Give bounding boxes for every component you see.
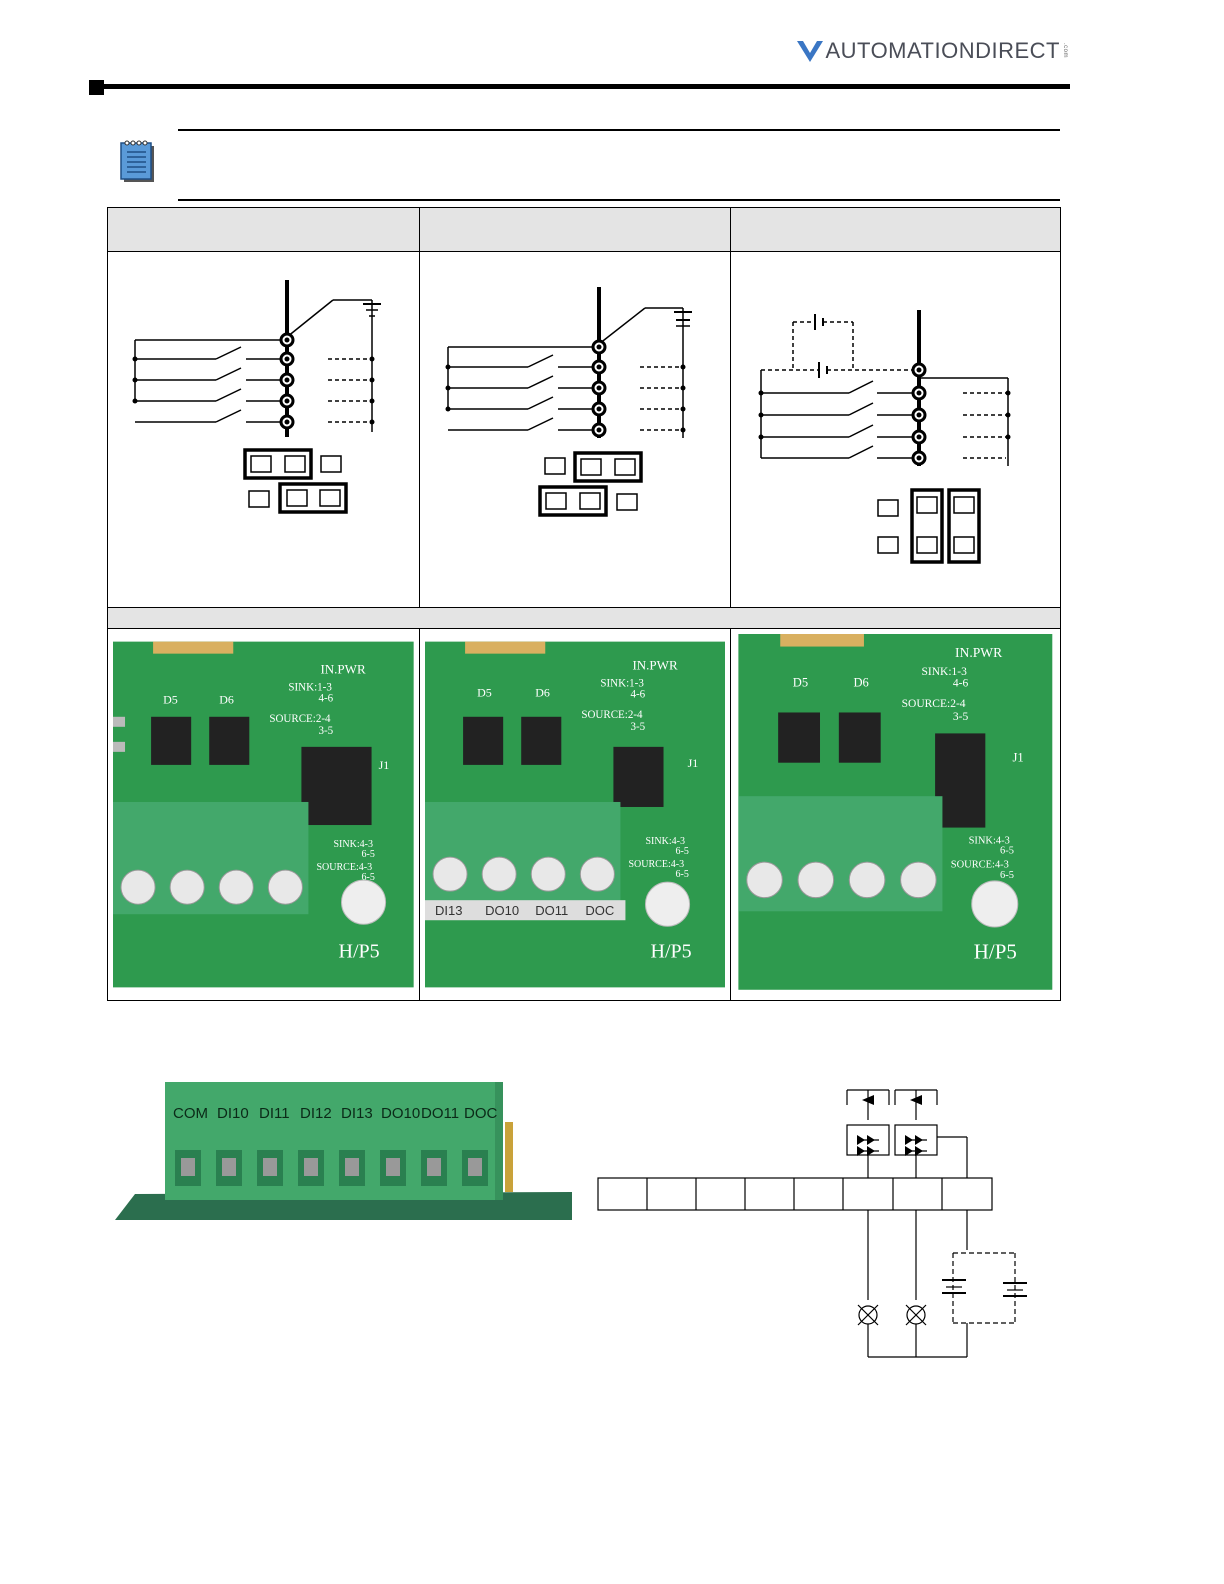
note-pad-icon xyxy=(120,140,154,182)
board-tag: SINK:1-3 xyxy=(922,666,968,678)
board-tag: 3-5 xyxy=(318,725,333,737)
board-photo-1: IN.PWR SINK:1-3 4-6 SOURCE:2-4 3-5 D5 D6… xyxy=(113,641,414,988)
board-tag: 6-5 xyxy=(362,872,375,883)
diagram-row xyxy=(107,251,1061,608)
note-rule-bottom xyxy=(178,199,1060,201)
board-tag: D6 xyxy=(535,686,550,700)
board-tag: SOURCE:2-4 xyxy=(269,713,331,725)
board-tag: DOC xyxy=(585,903,614,918)
board-tag: D6 xyxy=(219,693,234,707)
terminal-block-photo: COM DI10 DI11 DI12 DI13 DO10 DO11 DOC xyxy=(115,1082,572,1220)
board-tag: SOURCE:4-3 xyxy=(316,862,372,873)
terminal-label: DO10 xyxy=(381,1105,420,1122)
sink-wiring-diagram xyxy=(132,280,381,514)
board-tag: H/P5 xyxy=(650,940,691,962)
board-tag: DO11 xyxy=(535,903,568,918)
header-cell-external xyxy=(730,207,1061,252)
board-tag: SINK:1-3 xyxy=(288,682,332,694)
terminal-label: DI10 xyxy=(217,1105,249,1122)
board-tag: SOURCE:2-4 xyxy=(581,709,643,721)
terminal-label: DI11 xyxy=(259,1105,290,1122)
brand-logo-mark-icon xyxy=(797,41,824,62)
board-tag: 3-5 xyxy=(953,711,969,723)
external-power-wiring-diagram xyxy=(758,310,1011,564)
board-tag: D5 xyxy=(477,686,492,700)
photo-caption-band xyxy=(107,607,1061,629)
note-rule-top xyxy=(178,129,1060,131)
terminal-label: DI13 xyxy=(341,1105,373,1122)
board-tag: SINK:1-3 xyxy=(600,678,644,690)
board-tag: H/P5 xyxy=(338,940,379,962)
board-tag: DO10 xyxy=(485,903,519,918)
board-tag: 6-5 xyxy=(362,849,375,860)
board-tag: D6 xyxy=(854,675,869,689)
table-header-row xyxy=(107,207,1061,252)
board-tag: J1 xyxy=(1013,751,1024,765)
board-photo-2: DI13 DO10 DO11 DOC IN.PWR SINK:1-3 4-6 S… xyxy=(424,641,726,988)
board-tag: 6-5 xyxy=(675,846,688,857)
band-row xyxy=(107,607,1061,629)
board-tag: SINK:4-3 xyxy=(969,835,1010,846)
board-tag: J1 xyxy=(687,756,698,770)
board-tag: D5 xyxy=(163,693,178,707)
board-tag: SOURCE:4-3 xyxy=(951,859,1009,870)
board-tag: 4-6 xyxy=(953,677,969,689)
header-cell-source xyxy=(418,207,732,252)
board-tag: IN.PWR xyxy=(320,662,366,677)
board-tag: 6-5 xyxy=(675,869,688,880)
brand-suffix: .com xyxy=(1062,43,1068,59)
terminal-label: COM xyxy=(173,1105,208,1122)
brand-name: AUTOMATIONDIRECT xyxy=(825,38,1060,63)
wiring-diagram-cell-1 xyxy=(107,251,420,608)
board-tag: H/P5 xyxy=(974,939,1017,963)
board-tag: D5 xyxy=(793,675,808,689)
board-photo-cell-2: DI13 DO10 DO11 DOC IN.PWR SINK:1-3 4-6 S… xyxy=(418,628,732,1001)
section-marker xyxy=(89,80,104,95)
board-photo-cell-3: IN.PWR SINK:1-3 4-6 SOURCE:2-4 3-5 D5 D6… xyxy=(730,628,1061,1001)
source-wiring-diagram xyxy=(445,287,692,517)
output-wiring-diagram xyxy=(597,1089,1027,1358)
board-tag: DI13 xyxy=(435,903,463,918)
terminal-label: DOC xyxy=(464,1105,498,1122)
board-tag: SINK:4-3 xyxy=(645,836,685,847)
board-tag: SINK:4-3 xyxy=(333,839,373,850)
board-photo-cell-1: IN.PWR SINK:1-3 4-6 SOURCE:2-4 3-5 D5 D6… xyxy=(107,628,420,1001)
board-tag: SOURCE:4-3 xyxy=(628,859,684,870)
header-cell-sink xyxy=(107,207,420,252)
board-photo-3: IN.PWR SINK:1-3 4-6 SOURCE:2-4 3-5 D5 D6… xyxy=(738,634,1053,990)
board-tag: IN.PWR xyxy=(955,645,1003,660)
board-tag: 6-5 xyxy=(1000,846,1014,857)
brand-logo: AUTOMATIONDIRECT .com xyxy=(797,38,1068,64)
board-tag: J1 xyxy=(379,758,390,772)
terminal-label: DO11 xyxy=(421,1105,459,1122)
jumper-config-table: IN.PWR SINK:1-3 4-6 SOURCE:2-4 3-5 D5 D6… xyxy=(107,207,1061,1001)
board-tag: 6-5 xyxy=(1000,870,1014,881)
board-tag: 4-6 xyxy=(318,693,333,705)
terminal-label: DI12 xyxy=(300,1105,332,1122)
wiring-diagram-cell-2 xyxy=(418,251,732,608)
board-tag: SOURCE:2-4 xyxy=(902,698,966,710)
photo-row: IN.PWR SINK:1-3 4-6 SOURCE:2-4 3-5 D5 D6… xyxy=(107,628,1061,1001)
board-tag: IN.PWR xyxy=(632,658,678,673)
board-tag: 4-6 xyxy=(630,689,645,701)
section-rule xyxy=(90,84,1070,89)
wiring-diagram-cell-3 xyxy=(730,251,1061,608)
board-tag: 3-5 xyxy=(630,721,645,733)
